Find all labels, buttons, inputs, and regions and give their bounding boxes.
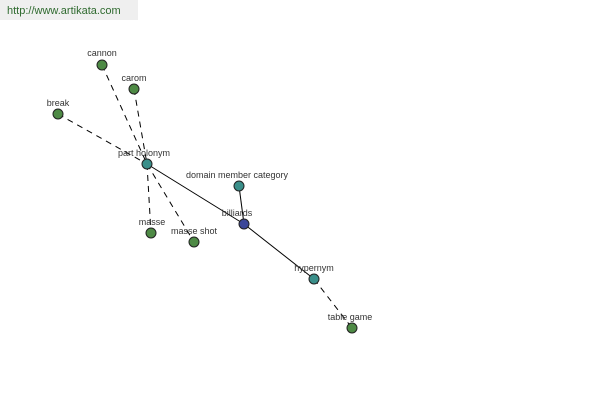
edge-carom	[133, 88, 148, 165]
node-hypernym[interactable]	[308, 273, 320, 285]
label-billiards[interactable]: billiards	[222, 208, 253, 218]
label-table-game[interactable]: table game	[328, 312, 373, 322]
node-table-game[interactable]	[346, 322, 358, 334]
label-carom[interactable]: carom	[121, 73, 146, 83]
node-masse-shot[interactable]	[188, 236, 200, 248]
label-masse[interactable]: masse	[139, 217, 166, 227]
label-masse-shot[interactable]: masse shot	[171, 226, 218, 236]
label-domain-member-category[interactable]: domain member category	[186, 170, 289, 180]
edge-masse	[146, 163, 152, 234]
node-billiards[interactable]	[238, 218, 250, 230]
label-break[interactable]: break	[47, 98, 70, 108]
label-hypernym[interactable]: hypernym	[294, 263, 334, 273]
node-carom[interactable]	[128, 83, 140, 95]
edge-billiards-domain	[238, 185, 245, 225]
label-cannon[interactable]: cannon	[87, 48, 117, 58]
label-part-holonym[interactable]: part holonym	[118, 148, 170, 158]
edge-billiards-hypernym	[243, 223, 315, 280]
node-break[interactable]	[52, 108, 64, 120]
edge-billiards-part-holonym	[146, 163, 245, 225]
node-part-holonym[interactable]	[141, 158, 153, 170]
watermark-url[interactable]: http://www.artikata.com	[0, 0, 138, 20]
node-cannon[interactable]	[96, 59, 108, 71]
node-masse[interactable]	[145, 227, 157, 239]
edge-cannon	[101, 64, 148, 165]
node-domain-member-category[interactable]	[233, 180, 245, 192]
edge-masse-shot	[146, 163, 195, 243]
